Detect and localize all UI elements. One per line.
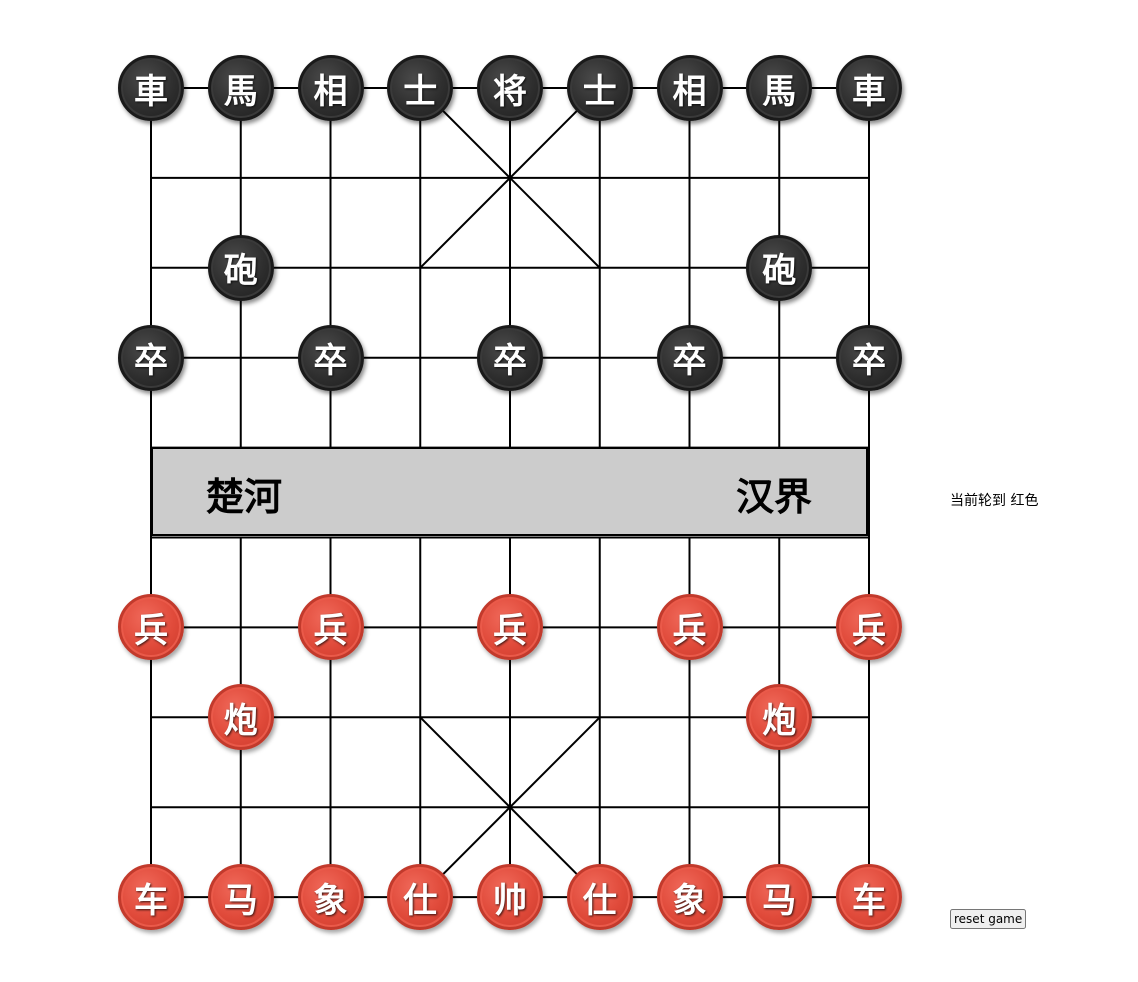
red-soldier-piece[interactable]: 兵 xyxy=(477,594,543,661)
red-elephant-piece[interactable]: 象 xyxy=(656,864,723,931)
black-horse-piece[interactable]: 馬 xyxy=(746,55,813,121)
red-horse-piece[interactable]: 马 xyxy=(207,864,274,931)
red-advisor-piece[interactable]: 仕 xyxy=(566,864,633,931)
river-band xyxy=(151,447,868,536)
black-soldier-piece[interactable]: 卒 xyxy=(118,324,184,391)
black-soldier-piece[interactable]: 卒 xyxy=(297,324,364,391)
black-soldier-piece[interactable]: 卒 xyxy=(477,324,543,391)
black-horse-piece[interactable]: 馬 xyxy=(207,55,274,121)
river-label-han-jie: 汉界 xyxy=(736,475,813,519)
red-cannon-piece[interactable]: 炮 xyxy=(207,684,274,751)
red-advisor-piece[interactable]: 仕 xyxy=(387,864,454,931)
red-soldier-piece[interactable]: 兵 xyxy=(836,594,902,661)
red-elephant-piece[interactable]: 象 xyxy=(297,864,364,931)
red-cannon-piece[interactable]: 炮 xyxy=(746,684,813,751)
red-soldier-piece[interactable]: 兵 xyxy=(297,594,364,661)
red-chariot-piece[interactable]: 车 xyxy=(118,864,184,931)
palace-diagonal xyxy=(419,87,601,269)
black-soldier-piece[interactable]: 卒 xyxy=(836,324,902,391)
red-horse-piece[interactable]: 马 xyxy=(746,864,813,931)
red-soldier-piece[interactable]: 兵 xyxy=(118,594,184,661)
red-chariot-piece[interactable]: 车 xyxy=(836,864,902,931)
black-advisor-piece[interactable]: 士 xyxy=(387,55,454,121)
black-general-piece[interactable]: 将 xyxy=(477,55,543,121)
river-label-chu-he: 楚河 xyxy=(206,475,283,519)
black-elephant-piece[interactable]: 相 xyxy=(656,55,723,121)
reset-game-button[interactable]: reset game xyxy=(950,909,1027,929)
black-advisor-piece[interactable]: 士 xyxy=(566,55,633,121)
turn-indicator: 当前轮到 红色 xyxy=(950,493,1039,509)
black-elephant-piece[interactable]: 相 xyxy=(297,55,364,121)
black-chariot-piece[interactable]: 車 xyxy=(836,55,902,121)
palace-diagonal xyxy=(419,716,601,898)
black-cannon-piece[interactable]: 砲 xyxy=(746,234,813,301)
red-general-piece[interactable]: 帅 xyxy=(477,864,543,931)
red-soldier-piece[interactable]: 兵 xyxy=(656,594,723,661)
black-cannon-piece[interactable]: 砲 xyxy=(207,234,274,301)
black-soldier-piece[interactable]: 卒 xyxy=(656,324,723,391)
black-chariot-piece[interactable]: 車 xyxy=(118,55,184,121)
